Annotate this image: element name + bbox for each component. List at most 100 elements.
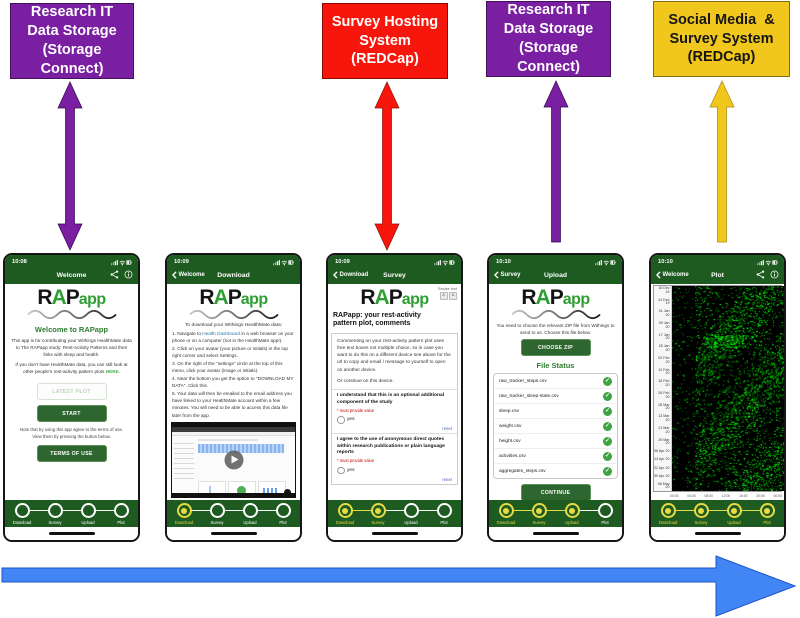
time-tick-label: 00:00 [670,493,679,498]
tab-step-download[interactable]: Download [6,503,38,525]
tab-connector [94,509,115,512]
choose-zip-button[interactable]: CHOOSE ZIP [520,339,591,357]
radio-button-icon[interactable] [337,466,345,475]
status-time: 10:10 [658,259,673,265]
step-label: Download [335,519,355,525]
tab-step-plot[interactable]: Plot [105,503,137,525]
upload-screen-content: RAPapp You need to choose the relevant Z… [489,284,622,500]
latest-plot-button[interactable]: LATEST PLOT [36,383,107,401]
health-dashboard-link[interactable]: Health Dashboard [202,331,241,336]
step-label: Plot [279,519,287,525]
survey-screen-content: RAPapp Resize font A A RAPapp: your rest… [328,284,461,500]
tab-step-survey[interactable]: Survey [39,503,71,525]
question-text: I understand that this is an optional ad… [337,392,445,405]
tab-step-upload[interactable]: Upload [718,503,750,525]
tab-step-plot[interactable]: Plot [751,503,783,525]
nav-title: Survey [383,271,406,279]
phone-chin [167,527,300,540]
download-intro: To download your Withings HealthMate dat… [184,323,283,328]
home-indicator[interactable] [371,531,418,536]
step-circle-icon [337,503,353,518]
radio-button-icon[interactable] [337,416,345,424]
time-tick-label: 08:00 [704,493,714,498]
date-tick-label: 18 Feb 20 [658,379,670,387]
status-icons [111,255,132,271]
option-label[interactable]: yes [347,468,355,474]
tab-step-download[interactable]: Download [329,503,361,525]
file-row: raw_tracker_sleep-state.csv✓ [494,388,617,403]
terms-of-use-button[interactable]: TERMS OF USE [36,445,107,463]
share-icon[interactable] [110,266,119,284]
download-screen-content: RAPapp To download your Withings HealthM… [167,284,300,500]
phone-chin [5,527,138,540]
tab-step-upload[interactable]: Upload [556,503,588,525]
step-label: Download [496,519,516,525]
tab-step-upload[interactable]: Upload [72,503,104,525]
phone-chin [489,527,622,540]
step-circle-icon [498,503,514,518]
here-link[interactable]: HERE [105,369,119,375]
home-indicator[interactable] [694,531,741,536]
tab-connector [740,509,761,512]
play-button-icon[interactable] [224,450,243,470]
home-indicator[interactable] [532,531,579,536]
rapapp-logo: RAPapp [199,286,268,309]
info-icon[interactable] [770,266,779,284]
back-button[interactable]: Survey [494,271,521,279]
step-label: Download [658,519,678,525]
date-tick-label: 01 Jan 20 [658,309,670,317]
home-indicator[interactable] [210,531,257,536]
file-row: sleep.csv✓ [494,403,617,418]
step-circle-icon [403,503,419,518]
reset-link[interactable]: reset [442,426,452,432]
tab-step-survey[interactable]: Survey [523,503,555,525]
step-circle-icon [275,503,291,518]
time-tick-label: 12:00 [721,493,731,498]
back-button[interactable]: Download [333,271,368,279]
share-icon[interactable] [756,266,765,284]
date-tick-label: 26 Feb 20 [658,391,670,399]
box-social-media-survey: Social Media &Survey System(REDCap) [653,1,790,77]
tab-step-upload[interactable]: Upload [395,503,427,525]
nav-title: Plot [711,271,724,279]
tab-step-survey[interactable]: Survey [685,503,717,525]
file-row: raw_tracker_steps.csv✓ [494,374,617,388]
tab-step-download[interactable]: Download [652,503,684,525]
tab-step-plot[interactable]: Plot [589,503,621,525]
required-note: * must provide value [337,458,375,464]
continue-button[interactable]: CONTINUE [520,484,591,500]
step-circle-icon [531,503,547,518]
font-smaller-button[interactable]: A [439,292,448,300]
tab-step-survey[interactable]: Survey [362,503,394,525]
tab-step-plot[interactable]: Plot [428,503,460,525]
step-circle-icon [14,503,30,518]
info-icon[interactable] [124,266,133,284]
tab-step-plot[interactable]: Plot [267,503,299,525]
tab-step-download[interactable]: Download [490,503,522,525]
step-label: Upload [243,519,257,525]
step-label: Plot [440,519,448,525]
status-icons [595,255,616,271]
tab-step-upload[interactable]: Upload [234,503,266,525]
reset-link[interactable]: reset [442,476,452,482]
tab-step-survey[interactable]: Survey [201,503,233,525]
survey-paragraph-1: Commenting on your rest-activity pattern… [337,338,451,373]
actogram-canvas [672,286,784,491]
home-indicator[interactable] [48,531,95,536]
check-icon: ✓ [603,451,612,461]
option-label[interactable]: yes [347,417,355,423]
video-browser-bar [172,426,295,432]
tab-step-download[interactable]: Download [168,503,200,525]
step-label: Upload [404,519,418,525]
back-button[interactable]: Welcome [656,271,689,279]
chevron-left-icon [494,271,499,279]
start-button[interactable]: START [36,405,107,423]
date-tick-label: 24 Dec 19 [658,297,670,306]
font-larger-button[interactable]: A [449,292,457,300]
back-button[interactable]: Welcome [172,271,205,279]
